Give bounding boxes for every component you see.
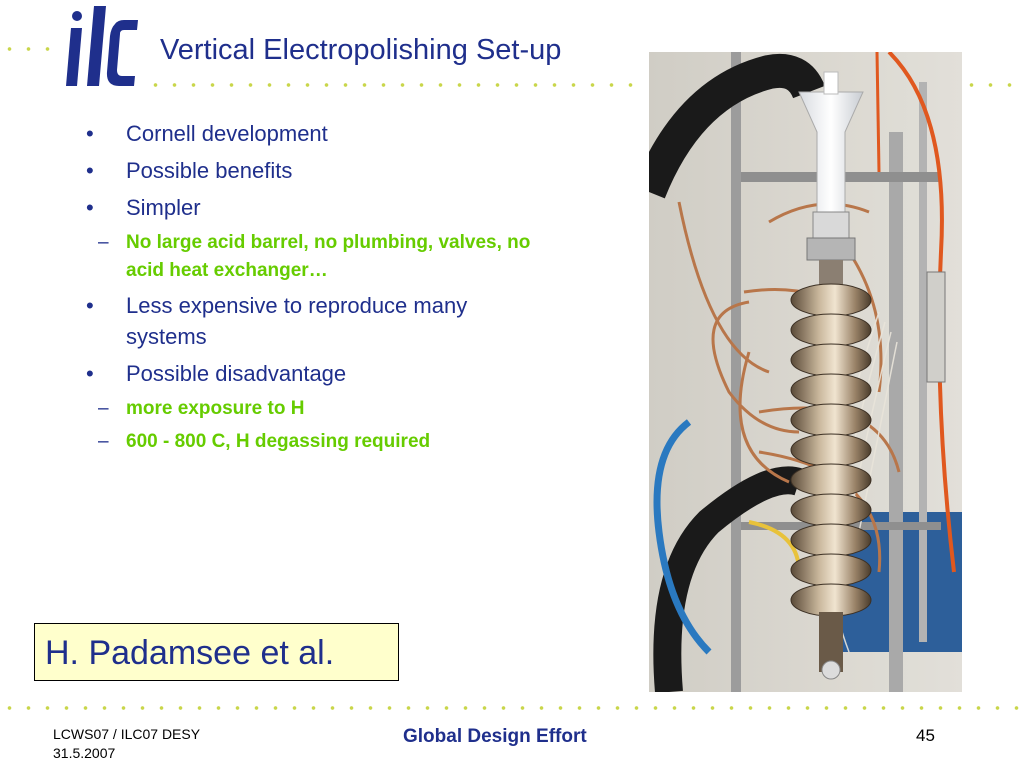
bullet-marker: • [86,361,94,386]
slide-title: Vertical Electropolishing Set-up [160,34,562,66]
bullet-list: • Cornell development • Possible benefit… [86,118,566,461]
bullet-text: Less expensive to reproduce many systems [126,293,468,349]
top-right-dots [962,82,1024,88]
bullet-marker: • [86,121,94,146]
bullet-item: • Less expensive to reproduce many syste… [86,290,536,352]
sub-bullet-marker: – [98,398,109,419]
bullet-item: • Possible disadvantage [86,358,566,389]
bullet-item: • Cornell development [86,118,566,149]
footer-date: 31.5.2007 [53,745,116,761]
sub-bullet-text: No large acid barrel, no plumbing, valve… [126,232,531,281]
footer-event-name: LCWS07 / ILC07 DESY [53,726,201,742]
sub-bullet-item: – No large acid barrel, no plumbing, val… [42,229,546,285]
bottom-dots [0,705,1024,711]
bullet-text: Cornell development [126,121,328,146]
footer-organization: Global Design Effort [403,726,587,747]
bullet-marker: • [86,195,94,220]
bullet-text: Possible disadvantage [126,361,347,386]
bullet-text: Simpler [126,195,201,220]
sub-bullet-marker: – [98,232,109,253]
sub-bullet-text: 600 - 800 C, H degassing required [126,431,431,452]
sub-bullet-item: – more exposure to H [42,395,566,423]
sub-bullet-item: – 600 - 800 C, H degassing required [42,428,566,456]
sub-bullet-text: more exposure to H [126,398,305,419]
bullet-marker: • [86,293,94,318]
bullet-text: Possible benefits [126,158,293,183]
author-credit: H. Padamsee et al. [34,623,399,681]
title-underline-dots [146,82,644,88]
electropolishing-cavity-photo [649,52,962,692]
footer-event: LCWS07 / ILC07 DESY 31.5.2007 [53,725,200,763]
bullet-item: • Simpler [86,192,566,223]
ilc-logo [66,6,138,86]
top-left-dots [0,46,58,52]
bullet-marker: • [86,158,94,183]
page-number: 45 [916,726,935,745]
sub-bullet-marker: – [98,431,109,452]
bullet-item: • Possible benefits [86,155,566,186]
